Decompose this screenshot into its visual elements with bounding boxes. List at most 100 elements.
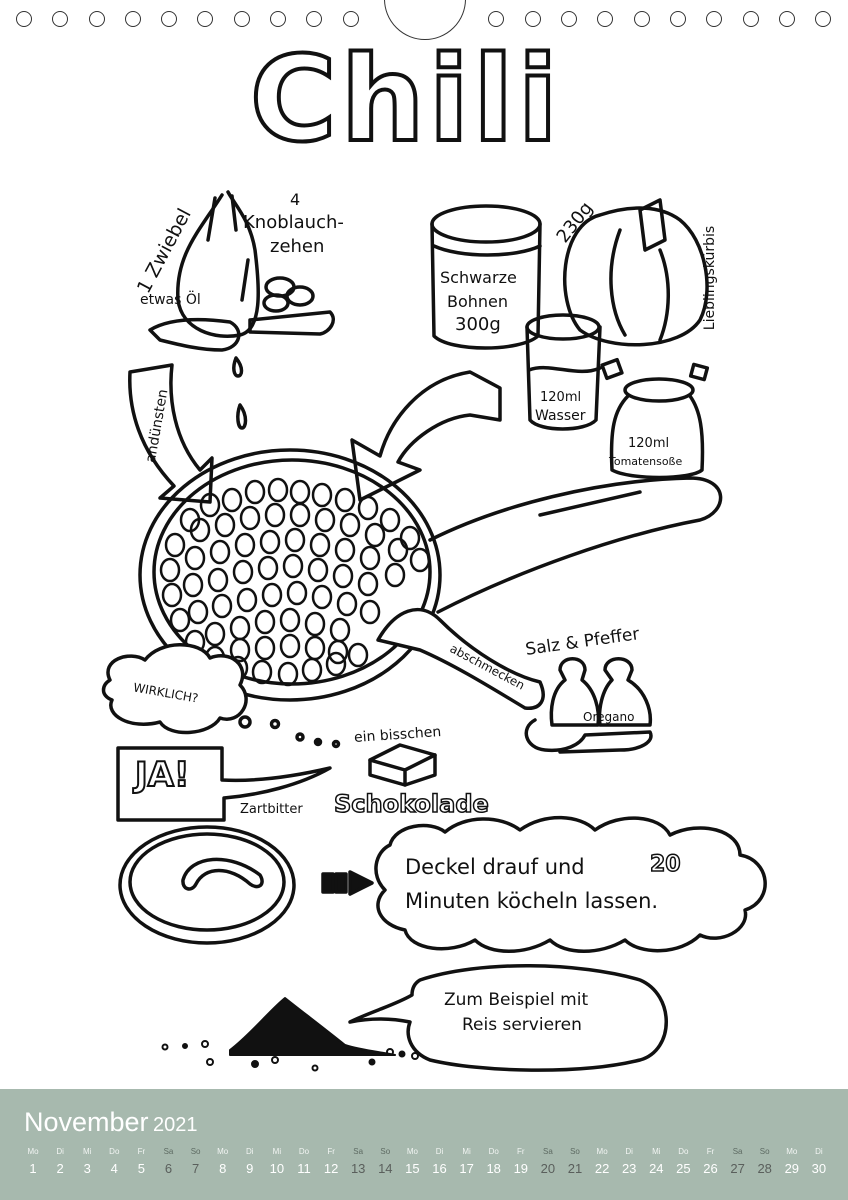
calendar-month: November xyxy=(24,1107,149,1137)
weekday-label: Sa xyxy=(353,1147,364,1156)
ring-hole-icon xyxy=(197,11,213,27)
spoon-icon xyxy=(148,317,241,352)
calendar-title: November 2021 xyxy=(24,1107,198,1138)
calendar-day: Di 23 xyxy=(616,1145,642,1179)
calendar-day: Mo 15 xyxy=(399,1145,425,1179)
chocolate-label: Schokolade xyxy=(333,789,489,819)
calendar-day: Fr 5 xyxy=(128,1145,154,1179)
salt-pepper-shakers-icon xyxy=(524,657,653,754)
rice-icon xyxy=(161,997,419,1072)
weekday-label: Sa xyxy=(732,1147,743,1156)
ring-hole-icon xyxy=(52,11,68,27)
ring-hole-icon xyxy=(89,11,105,27)
ring-hole-icon xyxy=(234,11,250,27)
ring-hole-icon xyxy=(634,11,650,27)
ring-hole-icon xyxy=(561,11,577,27)
day-number: 30 xyxy=(811,1161,827,1176)
day-number: 5 xyxy=(137,1161,145,1176)
ring-hole-icon xyxy=(16,11,32,27)
day-number: 14 xyxy=(378,1161,393,1176)
calendar-day: Sa 13 xyxy=(345,1145,371,1179)
weekday-label: So xyxy=(570,1147,580,1156)
arrow-icon xyxy=(350,370,502,502)
garlic-count: 4 xyxy=(290,190,301,209)
weekday-label: Mi xyxy=(272,1147,282,1156)
day-number: 4 xyxy=(110,1161,118,1176)
day-number: 22 xyxy=(594,1161,610,1176)
yes-sign-text: JA! xyxy=(134,754,191,796)
weekday-label: So xyxy=(380,1147,391,1156)
speech-bubble xyxy=(348,964,668,1072)
day-number: 17 xyxy=(459,1161,474,1176)
day-number: 7 xyxy=(191,1161,200,1176)
day-number: 29 xyxy=(784,1161,800,1176)
next-arrow-icon xyxy=(321,870,374,896)
weekday-label: Sa xyxy=(542,1147,553,1156)
weekday-label: Mi xyxy=(652,1147,661,1156)
knife-icon xyxy=(248,310,335,336)
weekday-label: Mi xyxy=(82,1147,92,1156)
ring-hole-icon xyxy=(270,11,286,27)
day-number: 15 xyxy=(405,1161,420,1176)
weekday-label: Do xyxy=(298,1147,310,1156)
day-number: 25 xyxy=(676,1161,691,1176)
day-number: 23 xyxy=(621,1161,637,1176)
yes-sign xyxy=(116,746,332,822)
day-number: 9 xyxy=(246,1161,254,1176)
serve-text-2: Reis servieren xyxy=(462,1015,582,1035)
weekday-label: Di xyxy=(435,1147,444,1156)
calendar-day: So 28 xyxy=(752,1145,778,1179)
calendar-day: Sa 27 xyxy=(725,1145,751,1179)
water-glass-icon xyxy=(525,313,602,431)
oil-drop-icon xyxy=(236,403,248,430)
bean-can-icon xyxy=(430,204,542,350)
weekday-label: Di xyxy=(625,1147,633,1156)
calendar-day: Mi 3 xyxy=(74,1145,100,1179)
weekday-label: Sa xyxy=(163,1147,174,1156)
day-number: 13 xyxy=(350,1161,366,1176)
weekday-label: So xyxy=(759,1147,770,1156)
recipe-illustration xyxy=(101,190,767,1072)
weekday-label: Fr xyxy=(137,1147,146,1156)
day-number: 27 xyxy=(730,1161,745,1176)
weekday-label: Do xyxy=(678,1147,689,1156)
simmer-text-1: Deckel drauf und xyxy=(405,855,585,879)
ring-hole-icon xyxy=(743,11,759,27)
bean-can-label-1: Schwarze xyxy=(440,268,517,287)
calendar-day: So 7 xyxy=(183,1145,209,1179)
weekday-label: So xyxy=(190,1147,201,1156)
weekday-label: Do xyxy=(488,1147,499,1156)
bean-can-label-3: 300g xyxy=(455,314,501,335)
simmer-text-2: Minuten köcheln lassen. xyxy=(405,889,659,913)
day-number: 16 xyxy=(432,1161,447,1176)
calendar-day: So 14 xyxy=(372,1145,398,1179)
thought-bubble xyxy=(101,643,248,735)
simmer-minutes: 20 xyxy=(649,851,681,878)
weekday-label: Di xyxy=(56,1147,64,1156)
day-number: 11 xyxy=(297,1161,311,1176)
water-label-2: Wasser xyxy=(535,408,586,424)
day-number: 3 xyxy=(83,1161,91,1176)
pan-icon xyxy=(138,448,723,702)
weekday-label: Fr xyxy=(706,1147,715,1156)
day-number: 24 xyxy=(649,1161,664,1176)
day-number: 28 xyxy=(757,1161,772,1176)
arrow-icon xyxy=(128,363,214,504)
day-number: 21 xyxy=(567,1161,583,1176)
calendar-day: Do 11 xyxy=(291,1145,317,1179)
ring-hole-icon xyxy=(488,11,504,27)
weekday-label: Mo xyxy=(27,1147,39,1156)
ring-hole-icon xyxy=(125,11,141,27)
chocolate-icon xyxy=(368,743,437,787)
calendar-day: Mi 24 xyxy=(643,1145,669,1179)
weekday-label: Fr xyxy=(517,1147,525,1156)
weekday-label: Mo xyxy=(406,1147,418,1156)
